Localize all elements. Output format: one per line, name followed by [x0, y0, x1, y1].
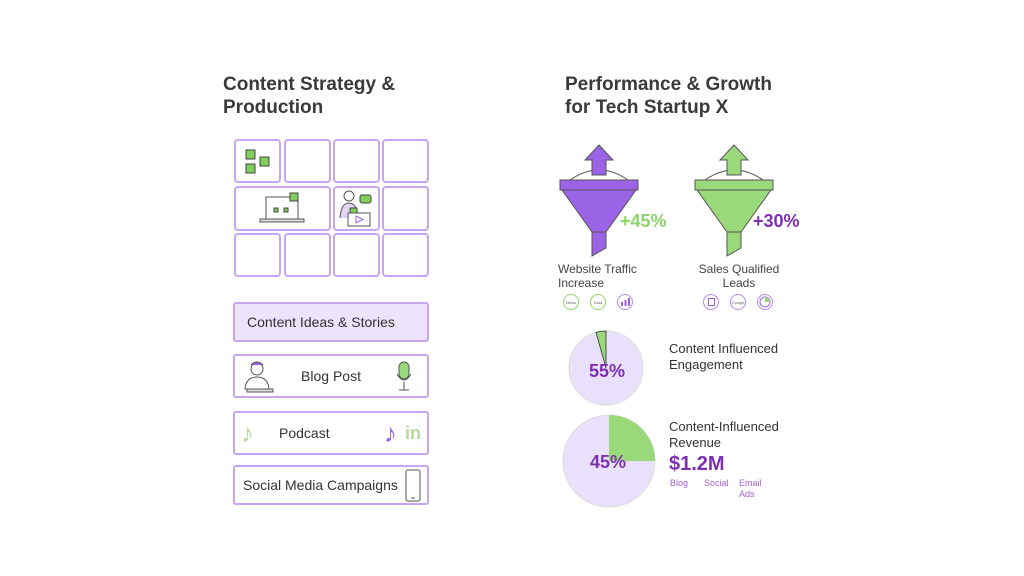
linkedin-icon: in	[405, 423, 421, 443]
podcast-button[interactable]: ♪ Podcast ♪ in	[233, 411, 429, 455]
button-label: Social Media Campaigns	[243, 477, 398, 493]
traffic-value: +45%	[620, 211, 667, 231]
video-creator-icon	[339, 190, 372, 227]
channel-social: Social	[704, 478, 729, 488]
button-label: Blog Post	[301, 368, 361, 384]
channel-blog: Blog	[670, 478, 689, 488]
content-ideas-button[interactable]: Content Ideas & Stories	[233, 302, 429, 342]
grid-cell	[382, 139, 429, 183]
button-label: Podcast	[279, 425, 330, 441]
revenue-amount: $1.2M	[669, 453, 725, 475]
revenue-pie	[562, 414, 656, 508]
left-title: Content Strategy &Production	[223, 74, 396, 118]
pie-icon	[757, 294, 773, 310]
channel-ads: Ads	[739, 489, 755, 499]
button-label: Content Ideas & Stories	[247, 314, 395, 330]
google-icon: Google	[730, 294, 746, 310]
microphone-icon	[396, 361, 412, 391]
grid-cell	[333, 233, 380, 277]
social-media-button[interactable]: Social Media Campaigns	[233, 465, 429, 505]
engagement-value: 55%	[589, 361, 626, 381]
laptop-icon	[259, 192, 305, 223]
grid-cell	[382, 186, 429, 231]
blocks-icon	[245, 149, 270, 174]
grid-cell	[234, 139, 281, 183]
grid-cell	[382, 233, 429, 277]
smartphone-icon	[405, 469, 421, 502]
chart-icon	[617, 294, 633, 310]
writer-icon	[244, 361, 274, 393]
data-icon: Data	[590, 294, 606, 310]
leads-funnel-icon	[694, 144, 774, 257]
blog-post-button[interactable]: Blog Post	[233, 354, 429, 398]
grid-cell	[284, 233, 331, 277]
grid-cell	[333, 139, 380, 183]
tiktok-icon: ♪	[241, 418, 254, 448]
channel-email: Email	[739, 478, 762, 488]
engagement-pie	[568, 330, 644, 406]
leads-value: +30%	[753, 211, 800, 231]
grid-cell	[234, 186, 331, 231]
revenue-value: 45%	[590, 452, 627, 472]
document-icon	[703, 294, 719, 310]
news-icon: News	[563, 294, 579, 310]
grid-cell	[284, 139, 331, 183]
grid-cell	[234, 233, 281, 277]
grid-cell	[333, 186, 380, 231]
tiktok-icon: ♪	[384, 418, 397, 448]
traffic-funnel-icon	[559, 144, 639, 257]
